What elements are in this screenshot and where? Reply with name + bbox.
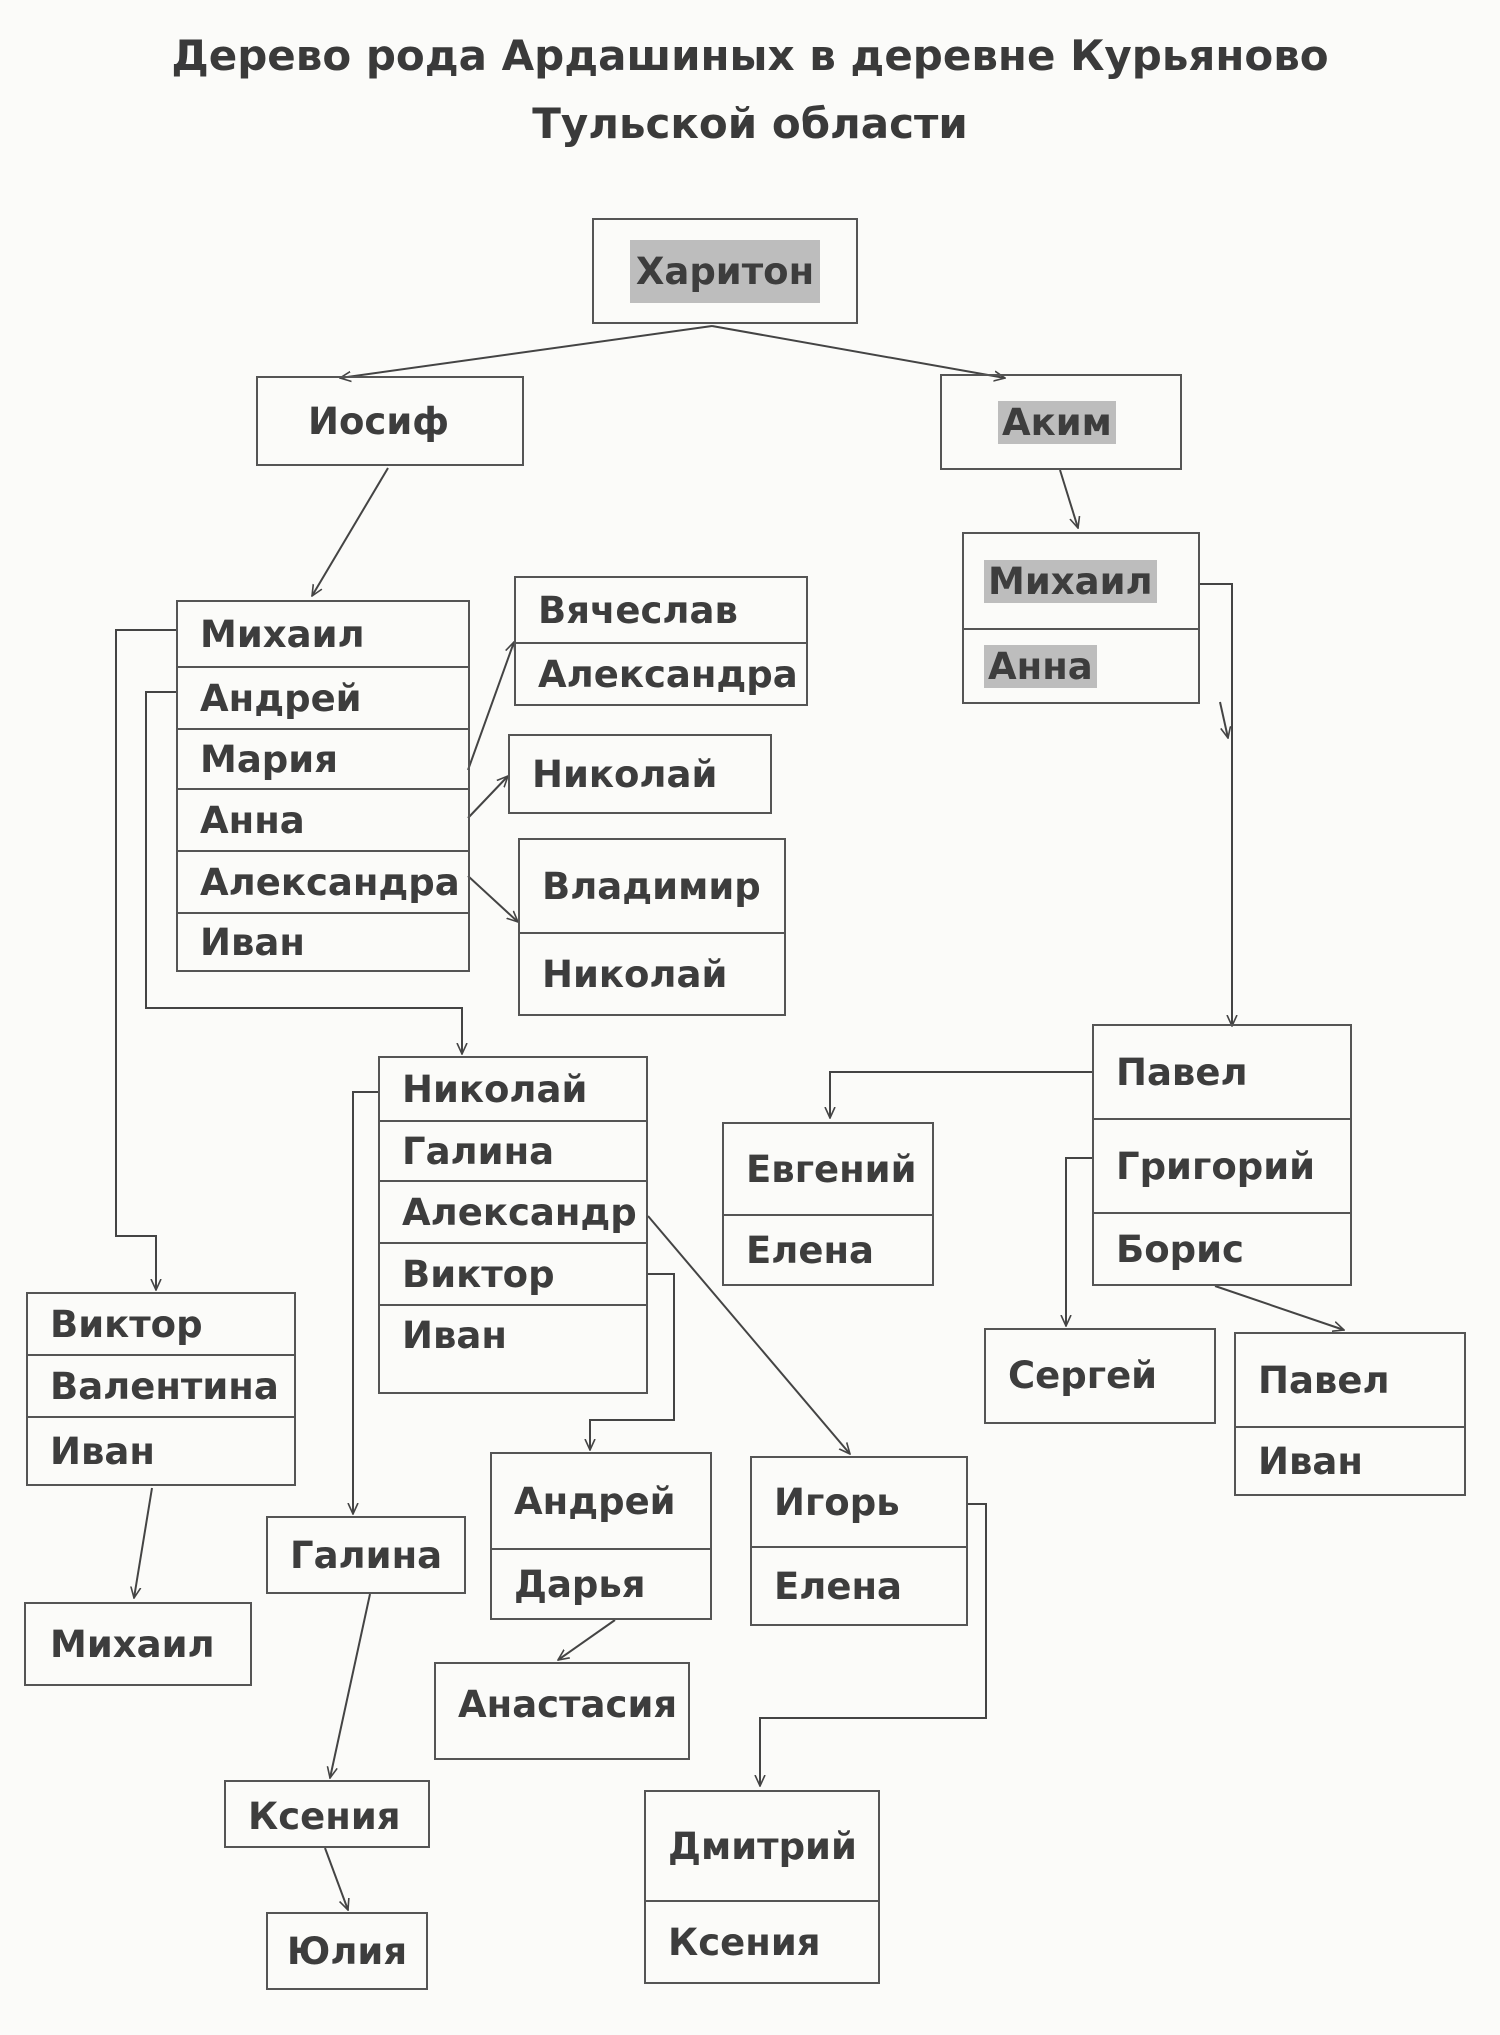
person-name: Иван [50,1429,155,1473]
person-name: Мария [200,737,338,781]
family-box-sergey: Сергей [984,1328,1216,1424]
title-line-2: Тульской области [532,99,968,148]
person-name: Михаил [50,1622,215,1666]
connector-kseniya-children [324,1847,348,1910]
person-name: Галина [290,1533,443,1577]
family-box-iosif-children: Михаил Андрей Мария Анна Александра Иван [176,600,470,972]
person-name: Иван [1258,1439,1363,1483]
person-name: Григорий [1116,1144,1316,1188]
family-box-kseniya: Ксения [224,1780,430,1848]
family-box-yuliya: Юлия [266,1912,428,1990]
person-name: Елена [746,1228,875,1272]
person-name: Михаил [984,559,1157,603]
person-name: Елена [774,1564,903,1608]
person-name: Иван [200,920,305,964]
person-name: Аким [998,400,1116,444]
person-name: Андрей [514,1479,676,1523]
person-name: Ксения [668,1920,821,1964]
person-name: Владимир [542,864,761,908]
family-box-khariton: Харитон [592,218,858,324]
connector-grigoriy-children [1066,1157,1092,1326]
connector-khariton-iosif [340,325,713,378]
connector-igor-elena-children [760,1503,987,1786]
person-name: Николай [532,752,718,796]
title-line-1: Дерево рода Ардашиных в деревне Курьянов… [171,31,1329,80]
person-name: Анна [200,798,305,842]
connector-mikhail-anna-descendants [1198,583,1232,1026]
connector-pavel-children [830,1071,1092,1118]
diagram-title: Дерево рода Ардашиных в деревне Курьянов… [0,22,1500,158]
connector-aleksandr-children [647,1215,850,1454]
family-box-igor-elena: Игорь Елена [750,1456,968,1626]
family-box-evgeniy-elena: Евгений Елена [722,1122,934,1286]
person-name: Дмитрий [668,1824,857,1868]
connector-ivan-children [134,1487,153,1598]
person-name: Анна [984,644,1097,688]
person-name: Вячеслав [538,588,738,632]
connector-aleksandra-family [467,875,518,922]
person-name: Андрей [200,676,362,720]
connector-mariya-family [467,642,514,771]
connector-mikhail-anna-arrow [1219,701,1228,738]
person-name: Харитон [629,239,821,303]
person-name: Галина [402,1129,555,1173]
person-name: Александра [200,860,460,904]
person-name: Павел [1258,1358,1390,1402]
family-box-andrey-children: Николай Галина Александр Виктор Иван [378,1056,648,1394]
family-box-galina: Галина [266,1516,466,1594]
family-box-nikolay: Николай [508,734,772,814]
person-name: Ксения [248,1794,401,1838]
family-box-vyacheslav-aleksandra: Вячеслав Александра [514,576,808,706]
connector-nikolay-children [353,1091,380,1514]
person-name: Анастасия [458,1682,678,1726]
family-box-pavel-ivan: Павел Иван [1234,1332,1466,1496]
person-name: Иосиф [308,399,449,443]
connector-galina-children [330,1593,371,1778]
person-name: Александр [402,1190,637,1234]
person-name: Дарья [514,1562,646,1606]
family-box-pavel-grigoriy-boris: Павел Григорий Борис [1092,1024,1352,1286]
person-name: Виктор [402,1252,555,1296]
person-name: Александра [538,652,798,696]
family-box-dmitriy-kseniya: Дмитрий Ксения [644,1790,880,1984]
person-name: Игорь [774,1480,900,1524]
person-name: Сергей [1008,1353,1158,1397]
connector-andrey-darya-children [558,1619,616,1660]
person-name: Валентина [50,1364,279,1408]
family-box-vladimir-nikolay: Владимир Николай [518,838,786,1016]
connector-viktor-children [590,1273,675,1450]
family-box-mikhail: Михаил [24,1602,252,1686]
connector-mikhail-children [115,629,176,1290]
family-box-mikhail-anna: Михаил Анна [962,532,1200,704]
person-name: Виктор [50,1302,203,1346]
connector-andrey-children [145,691,462,1054]
connector-iosif-children [312,467,389,596]
person-name: Михаил [200,612,365,656]
person-name: Павел [1116,1050,1248,1094]
person-name: Николай [542,952,728,996]
person-name: Николай [402,1067,588,1111]
family-box-akim: Аким [940,374,1182,470]
connector-boris-children [1214,1285,1344,1330]
person-name: Борис [1116,1227,1244,1271]
family-box-anastasiya: Анастасия [434,1662,690,1760]
family-box-andrey-darya: Андрей Дарья [490,1452,712,1620]
connector-khariton-akim [711,325,1005,378]
person-name: Иван [402,1313,507,1357]
family-box-viktor-valentina-ivan: Виктор Валентина Иван [26,1292,296,1486]
connector-akim-mikhail [1059,469,1078,528]
family-box-iosif: Иосиф [256,376,524,466]
person-name: Евгений [746,1147,917,1191]
person-name: Юлия [286,1929,408,1973]
connector-anna-family [467,776,508,819]
